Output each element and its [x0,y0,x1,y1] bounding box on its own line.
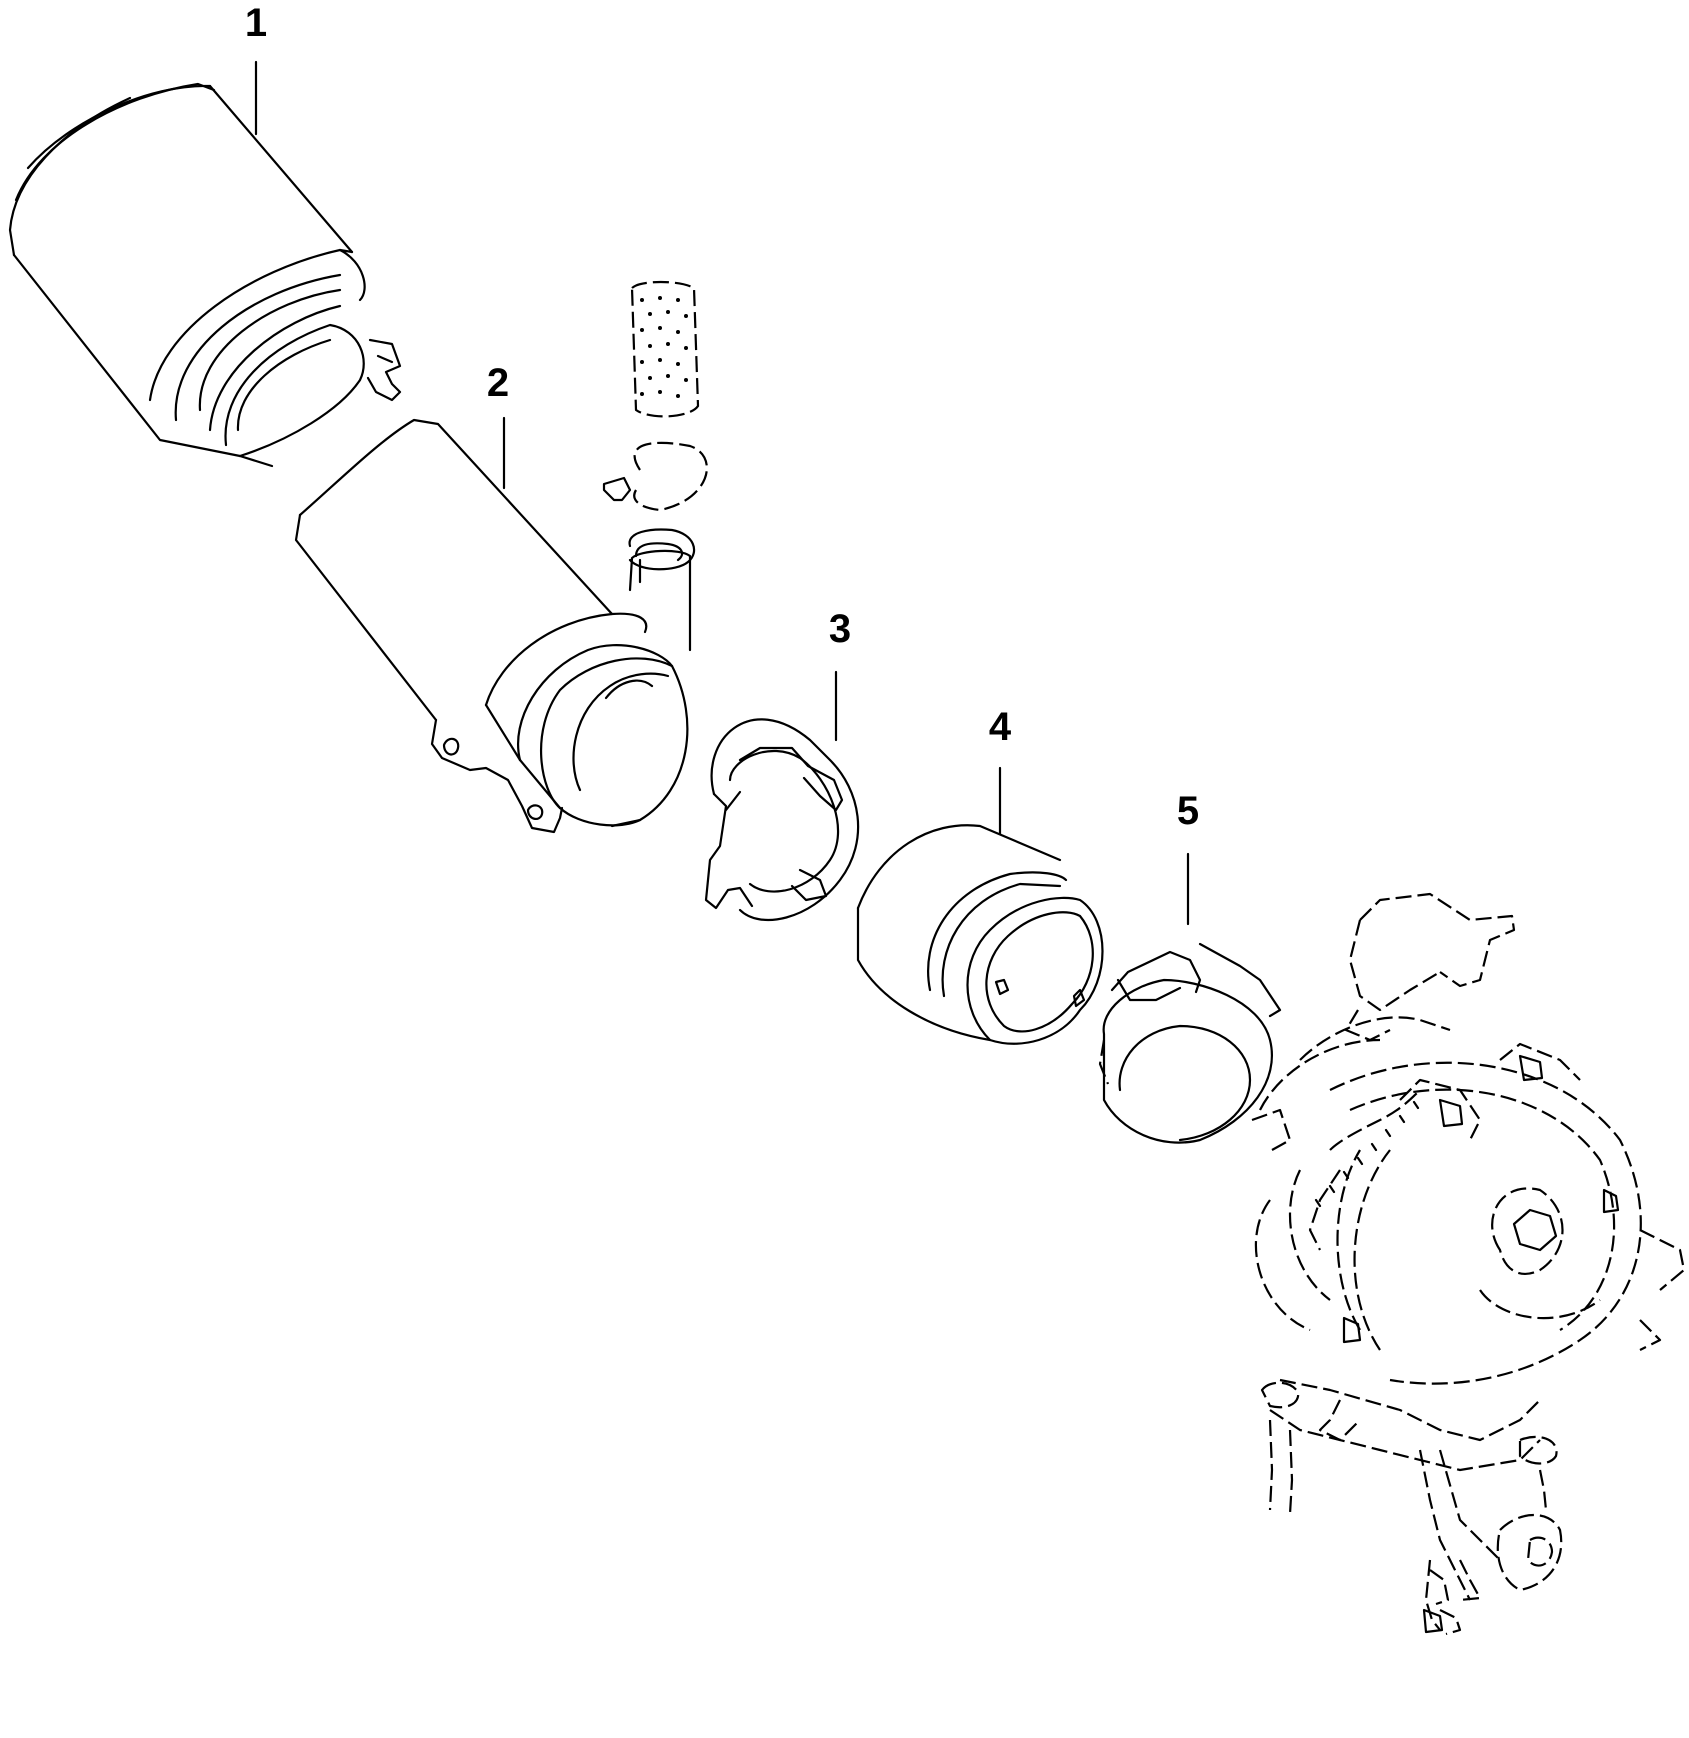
callout-label-3: 3 [829,607,851,651]
part-3-clamp [704,718,860,922]
part-1-air-filter [8,82,402,468]
callout-label-2: 2 [487,361,509,405]
callout-label-5: 5 [1177,789,1199,833]
turbocharger-reference [1251,892,1686,1636]
part-5-hose-clamp [1098,942,1282,1144]
part-4-hose-adapter [856,824,1104,1045]
callout-label-1: 1 [245,1,267,45]
part-2-air-cleaner-housing [294,280,708,834]
callout-label-4: 4 [989,705,1012,749]
